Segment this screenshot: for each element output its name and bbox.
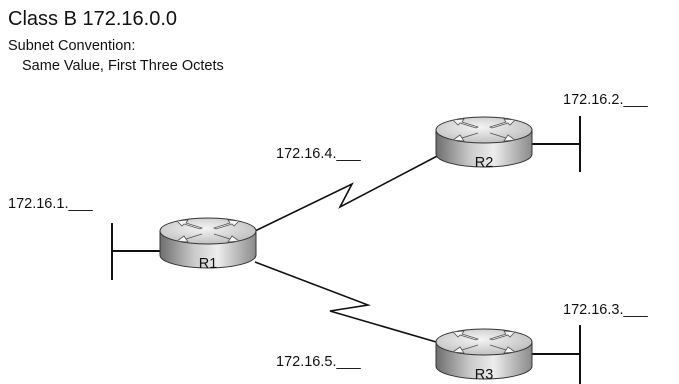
router-icon-r1: R1 [159,217,257,272]
diagram-title: Class B 172.16.0.0 [8,8,177,30]
serial-link-icon-r1-r3 [254,261,444,345]
convention-label: Subnet Convention: [8,38,136,54]
router-label-r3: R3 [475,367,494,383]
lan-segment-icon-r2 [532,116,581,172]
router-icon-r2: R2 [435,116,533,171]
lan-segment-icon-r1 [111,223,162,280]
subnet-label-wan-r1-r2: 172.16.4.___ [276,146,361,162]
subnet-label-lan-r1: 172.16.1.___ [8,196,93,212]
router-label-r2: R2 [475,155,494,171]
subnet-label-wan-r1-r3: 172.16.5.___ [276,354,361,370]
lan-segment-icon-r3 [532,325,581,384]
router-icon-r3: R3 [435,328,533,383]
subnet-label-lan-r3: 172.16.3.___ [563,302,648,318]
subnet-label-lan-r2: 172.16.2.___ [563,92,648,108]
router-label-r1: R1 [199,256,218,272]
serial-link-icon-r1-r2 [254,152,444,232]
convention-value: Same Value, First Three Octets [22,58,224,74]
